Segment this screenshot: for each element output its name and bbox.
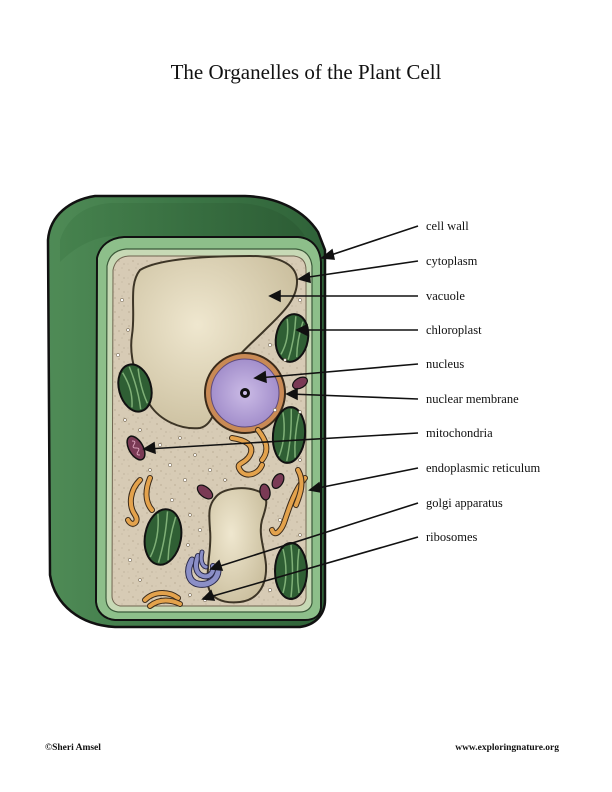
label-chloroplast: chloroplast <box>426 323 482 337</box>
label-ribosomes: ribosomes <box>426 530 478 544</box>
copyright-text: ©Sheri Amsel <box>45 743 101 753</box>
label-golgi-apparatus: golgi apparatus <box>426 496 503 510</box>
golgi-apparatus <box>185 549 222 588</box>
vacuole-lower <box>206 487 268 604</box>
page-title: The Organelles of the Plant Cell <box>170 60 442 84</box>
pointer-lines <box>142 225 419 601</box>
label-nuclear-membrane: nuclear membrane <box>426 392 519 406</box>
website-link[interactable]: www.exploringnature.org <box>455 743 559 753</box>
labels: cell wall cytoplasm vacuole chloroplast … <box>426 219 540 544</box>
ribosomes <box>116 298 302 602</box>
label-cell-wall: cell wall <box>426 219 469 233</box>
label-vacuole: vacuole <box>426 289 465 303</box>
label-cytoplasm: cytoplasm <box>426 254 478 268</box>
nucleus <box>204 352 286 434</box>
chloroplasts <box>117 313 310 600</box>
label-nucleus: nucleus <box>426 357 464 371</box>
label-endoplasmic-reticulum: endoplasmic reticulum <box>426 461 540 475</box>
label-mitochondria: mitochondria <box>426 426 493 440</box>
mitochondria <box>126 376 308 501</box>
